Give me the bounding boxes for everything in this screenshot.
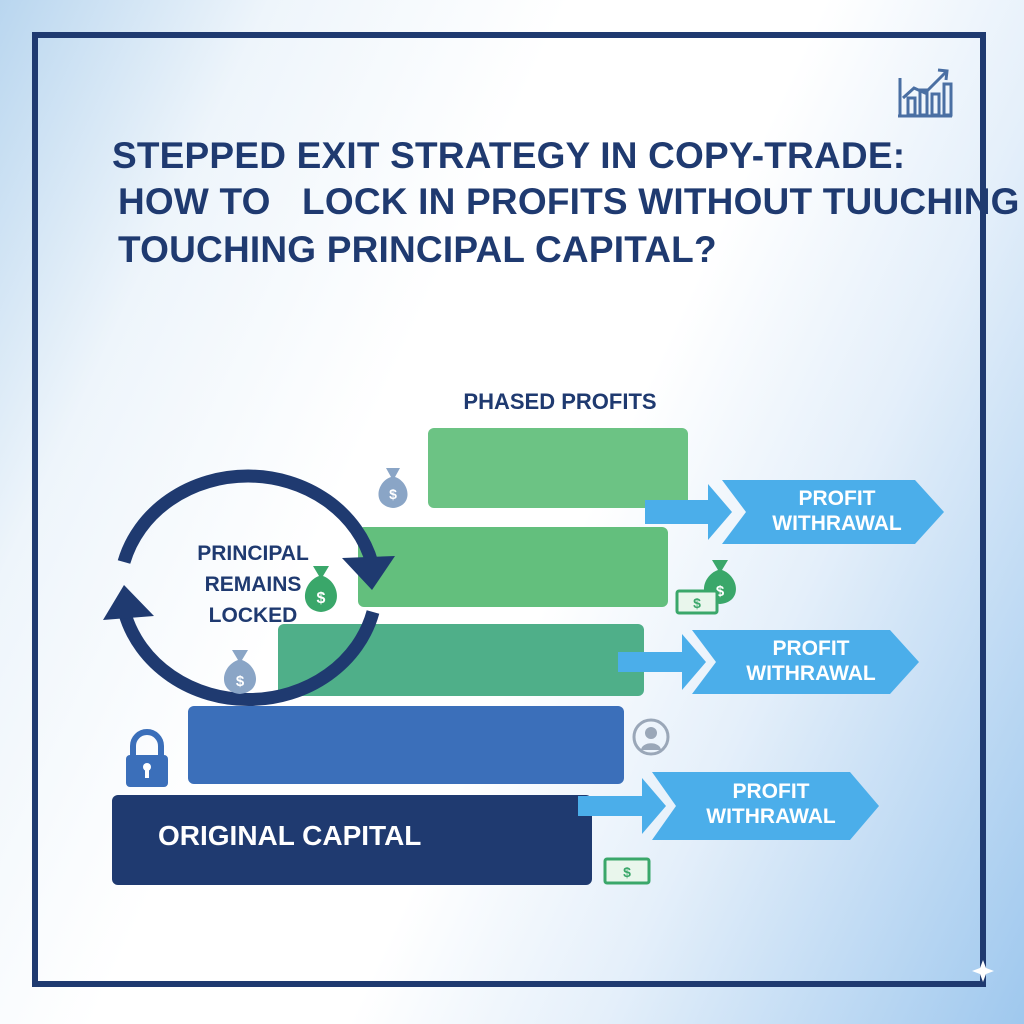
principal-bar xyxy=(188,706,624,784)
border-frame xyxy=(32,32,986,987)
profit-bar-lower xyxy=(278,624,644,696)
principal-remains-locked-label: PRINCIPAL REMAINS LOCKED xyxy=(197,542,309,627)
original-capital-bar xyxy=(112,795,592,885)
withdrawal-label-2: PROFIT WITHRAWAL xyxy=(746,637,876,685)
title-line-1: STEPPED EXIT STRATEGY IN COPY-TRADE: xyxy=(112,135,906,176)
title-line-3: TOUCHING PRINCIPAL CAPITAL? xyxy=(118,229,717,270)
title-line-2: HOW TO LOCK IN PROFITS WITHOUT TUUCHING xyxy=(118,181,1020,222)
original-capital-label: ORIGINAL CAPITAL xyxy=(158,820,422,851)
phased-profits-label: PHASED PROFITS xyxy=(463,389,657,414)
profit-bar-middle xyxy=(358,527,668,607)
withdrawal-label-3: PROFIT WITHRAWAL xyxy=(706,780,836,828)
profit-bar-top xyxy=(428,428,688,508)
withdrawal-label-1: PROFIT WITHRAWAL xyxy=(772,487,902,535)
